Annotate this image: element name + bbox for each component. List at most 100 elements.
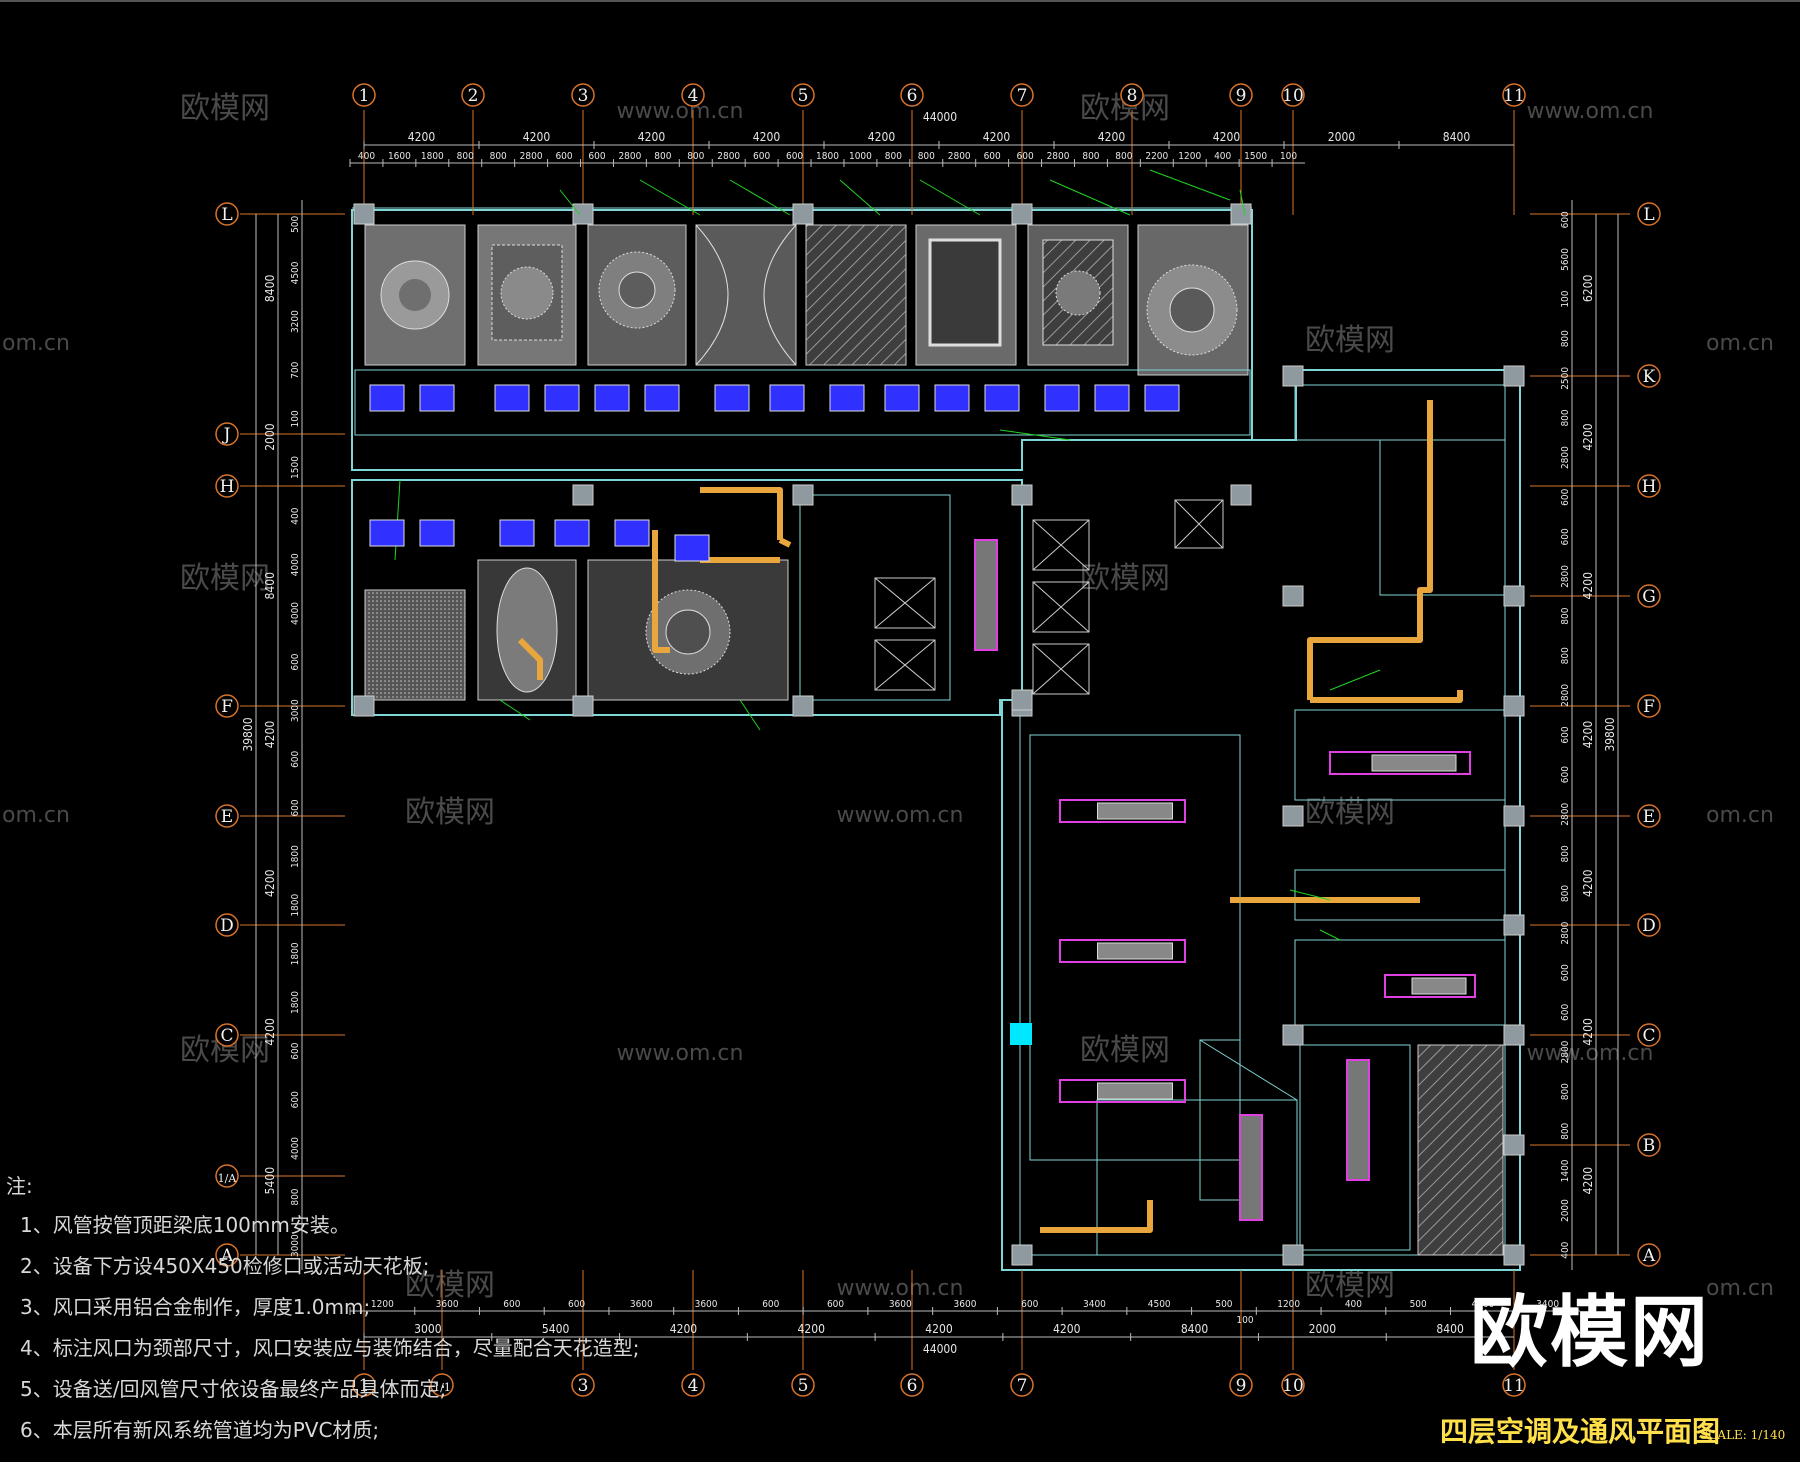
structural-column xyxy=(1282,1244,1304,1266)
dimension-mid-bottom: 100 xyxy=(1236,1315,1253,1326)
supply-duct xyxy=(1310,690,1463,703)
watermark-text: 欧模网 xyxy=(1305,1268,1395,1303)
grid-bubble-col-top: 10 xyxy=(1282,86,1304,106)
grid-bubble-row-left-ring xyxy=(215,694,239,718)
dimension-detail-left: 3000 xyxy=(290,1234,301,1257)
supply-duct xyxy=(778,537,792,548)
fan-coil-unit xyxy=(419,384,455,412)
note-item-3: 3、风口采用铝合金制作，厚度1.0mm; xyxy=(20,1295,371,1319)
dimension-detail-right: 800 xyxy=(1560,1122,1571,1139)
dimension-detail-left: 3200 xyxy=(290,310,301,333)
dimension-detail-right: 600 xyxy=(1560,766,1571,783)
watermark-text: 欧模网 xyxy=(1305,323,1395,358)
dimension-detail-right: 400 xyxy=(1560,1241,1571,1258)
grid-bubble-col-bottom-ring xyxy=(1502,1373,1526,1397)
dimension-overall-left: 39800 xyxy=(241,717,255,751)
dimension-detail-right: 800 xyxy=(1560,647,1571,664)
dimension-detail-left: 600 xyxy=(290,1091,301,1108)
supply-duct xyxy=(1040,1200,1153,1233)
dimension-detail-right: 600 xyxy=(1560,488,1571,505)
supply-duct xyxy=(652,530,670,653)
dimension-detail-left: 4000 xyxy=(290,1137,301,1160)
fan-coil-unit xyxy=(419,519,455,547)
structural-column xyxy=(792,695,814,717)
dimension-detail-bottom: 500 xyxy=(1215,1299,1232,1310)
air-handling-unit-body xyxy=(1097,942,1173,960)
dimension-detail-left: 4000 xyxy=(290,602,301,625)
dimension-bay-top: 4200 xyxy=(638,130,666,144)
grid-bubble-row-right-ring xyxy=(1637,584,1661,608)
dimension-detail-right: 2800 xyxy=(1560,921,1571,944)
structural-column xyxy=(1011,1244,1033,1266)
grid-bubble-col-top-ring xyxy=(461,83,485,107)
dimension-detail-right: 800 xyxy=(1560,330,1571,347)
supply-duct xyxy=(517,637,543,680)
dimension-detail-left: 1500 xyxy=(290,456,301,479)
annotation-leader xyxy=(919,179,981,216)
dimension-detail-top: 2800 xyxy=(1047,151,1070,162)
dimension-detail-bottom: 400 xyxy=(1345,1299,1362,1310)
dimension-detail-top: 600 xyxy=(555,151,572,162)
dimension-detail-right: 800 xyxy=(1560,607,1571,624)
grid-bubble-col-top: 8 xyxy=(1127,86,1138,106)
watermark-text: 欧模网 xyxy=(405,1268,495,1303)
grid-bubble-col-top-ring xyxy=(791,83,815,107)
dimension-bay-right: 4200 xyxy=(1581,869,1595,897)
structural-column xyxy=(1503,1244,1525,1266)
dimension-overall-bottom: 44000 xyxy=(923,1342,957,1356)
dimension-detail-top: 600 xyxy=(753,151,770,162)
grid-bubble-col-bottom-ring xyxy=(1281,1373,1305,1397)
structural-column xyxy=(1503,585,1525,607)
exhaust-fan xyxy=(974,539,998,651)
watermark-text: www.om.cn xyxy=(837,1276,964,1301)
highlight-marker xyxy=(1010,1023,1032,1045)
dimension-detail-left: 700 xyxy=(290,361,301,378)
structural-column xyxy=(1503,695,1525,717)
annotation-leader xyxy=(839,179,881,216)
grid-bubble-col-top-ring xyxy=(352,83,376,107)
air-handling-unit-body xyxy=(1371,754,1457,772)
duct-runs xyxy=(394,169,1463,1233)
air-handling-unit xyxy=(1384,974,1476,998)
dimension-detail-top: 800 xyxy=(918,151,935,162)
dimension-detail-right: 800 xyxy=(1560,1083,1571,1100)
hvac-equipment xyxy=(369,384,1476,1221)
dimension-bay-top: 4200 xyxy=(523,130,551,144)
dimension-detail-top: 2800 xyxy=(948,151,971,162)
annotation-leader xyxy=(559,189,581,216)
watermark-text: www.om.cn xyxy=(1527,1041,1654,1066)
dimension-detail-top: 1200 xyxy=(1178,151,1201,162)
grid-bubble-col-top: 9 xyxy=(1236,86,1247,106)
grid-bubble-col-bottom-ring xyxy=(900,1373,924,1397)
fan-coil-unit xyxy=(884,384,920,412)
dimension-bay-left: 5400 xyxy=(263,1167,277,1195)
structural-column xyxy=(1282,1024,1304,1046)
grid-bubble-row-left: D xyxy=(220,916,234,936)
annotation-leader xyxy=(1239,189,1246,216)
dimension-detail-top: 600 xyxy=(984,151,1001,162)
note-item-5: 5、设备送/回风管尺寸依设备最终产品具体而定; xyxy=(20,1377,447,1401)
grid-bubble-row-left-ring xyxy=(215,804,239,828)
dimension-detail-right: 5600 xyxy=(1560,248,1571,271)
structural-column xyxy=(1282,585,1304,607)
grid-bubble-col-bottom-ring xyxy=(1010,1373,1034,1397)
grid-bubble-row-right-ring xyxy=(1637,694,1661,718)
grid-bubble-col-top: 7 xyxy=(1017,86,1028,106)
structural-column xyxy=(1230,203,1252,225)
grid-bubble-row-right-ring xyxy=(1637,364,1661,388)
dimension-detail-top: 800 xyxy=(457,151,474,162)
grid-bubble-row-left: F xyxy=(221,697,233,717)
note-item-1: 1、风管按管顶距梁底100mm安装。 xyxy=(20,1213,350,1237)
dimension-bay-bottom: 8400 xyxy=(1181,1322,1209,1336)
dimension-detail-right: 2800 xyxy=(1560,803,1571,826)
fan-coil-unit xyxy=(984,384,1020,412)
grid-bubble-row-left: L xyxy=(221,205,232,225)
dimension-detail-left: 500 xyxy=(290,215,301,232)
grid-bubble-row-left: C xyxy=(220,1026,233,1046)
grid-bubble-row-left-ring xyxy=(215,202,239,226)
grid-bubble-row-left: 1/A xyxy=(218,1172,238,1185)
dimension-detail-top: 800 xyxy=(1082,151,1099,162)
dimension-detail-left: 3000 xyxy=(290,699,301,722)
grid-bubble-col-top-ring xyxy=(1281,83,1305,107)
annotation-leader xyxy=(999,429,1071,441)
